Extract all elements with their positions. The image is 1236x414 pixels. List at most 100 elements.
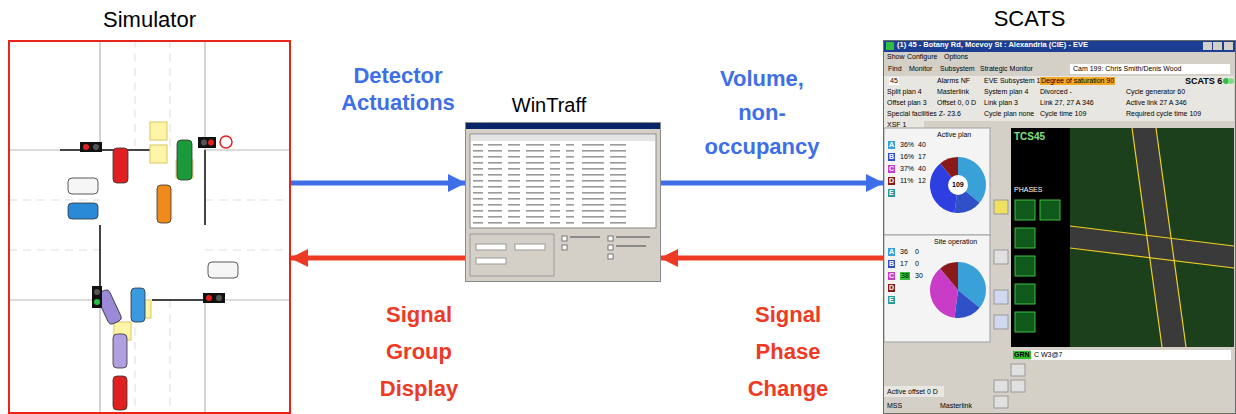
intersection-illustration [8, 40, 291, 414]
phase-letter: D [888, 177, 895, 185]
phase-letter: A [888, 248, 895, 256]
phase-icon [1040, 200, 1060, 220]
tool-icon [994, 290, 1008, 304]
split-value: 40 [918, 141, 926, 149]
phase-icons [1015, 200, 1060, 332]
system-box: WinTraff [465, 122, 661, 282]
lane-line [135, 40, 136, 150]
turn-ban-sign [220, 136, 232, 148]
phase-icon [1015, 228, 1035, 248]
phase-letter: C [888, 165, 895, 173]
signal-head [203, 293, 225, 303]
signal-lamp [216, 295, 222, 301]
signal-state: GRN [1013, 351, 1031, 359]
phase-panel [1011, 128, 1070, 347]
edge-label: Signal Phase Change [742, 296, 834, 407]
input-box [476, 244, 506, 250]
title-bar [883, 40, 1236, 52]
signal-head [80, 142, 102, 152]
stop-line [152, 299, 205, 301]
status-cell: MSS [887, 402, 902, 410]
flow-arrow [291, 181, 465, 186]
map-line [1070, 248, 1234, 268]
flow-arrow [661, 256, 883, 261]
node-title: SCATS [994, 6, 1066, 31]
signal-lamp [83, 144, 89, 150]
group-box [470, 234, 554, 276]
caption-bar [616, 245, 646, 247]
lane-line [170, 300, 171, 413]
split-pie [930, 157, 986, 213]
list-view [470, 134, 656, 228]
product-name: SCATS 6 [1185, 76, 1222, 86]
phase-letter: B [888, 260, 895, 268]
list-header [471, 135, 655, 141]
map-line [1156, 128, 1186, 347]
status-cell: Required cycle time 109 [1126, 110, 1201, 118]
status-cell: Degree of saturation 90 [1040, 77, 1115, 85]
status-cell: XSF 1 [887, 121, 906, 129]
phase-letter: D [888, 284, 895, 292]
tool-icon [1011, 380, 1025, 392]
car [113, 376, 127, 410]
signal-lamp [94, 289, 100, 295]
status-cell: Active link 27 A 346 [1126, 99, 1187, 107]
tool-icon [994, 380, 1008, 392]
signal-lamp [94, 299, 100, 305]
split-value: 11% [900, 177, 914, 185]
tool-icon [1011, 364, 1025, 376]
cars [68, 140, 238, 410]
plan-panel [884, 128, 990, 235]
signal-lamp [206, 295, 212, 301]
dropdown [1031, 350, 1231, 360]
status-cell: Offset plan 3 [887, 99, 927, 107]
checkbox [608, 254, 613, 259]
window-button [1224, 42, 1233, 50]
tab-label: Subsystem [940, 65, 975, 73]
car [157, 185, 171, 223]
split-value: 0 [915, 248, 919, 256]
detector-pad [150, 145, 167, 163]
tool-icon [994, 396, 1008, 408]
flow-arrow [291, 256, 465, 261]
status-cell: Special facilities Z- 23.6 [887, 110, 961, 118]
signal-heads [80, 136, 232, 308]
status-cell: Divorced - [1040, 88, 1072, 96]
window-title: (1) 45 - Botany Rd, Mcevoy St : Alexandr… [897, 41, 1088, 50]
status-cell: Masterlink [940, 402, 972, 410]
road-edge [204, 40, 205, 150]
dropdown-value: C W3@7 [1034, 351, 1063, 359]
status-cell: Offset 0, 0 D [937, 99, 976, 107]
node-title: Simulator [103, 7, 196, 32]
status-cell: Link plan 3 [984, 99, 1018, 107]
lane-line [9, 200, 100, 201]
lane-lines [9, 40, 290, 413]
road-edge [99, 40, 100, 150]
site-number: 45 [889, 77, 899, 85]
status-cell: Active offset 0 D [887, 388, 938, 396]
status-cell: System plan 4 [984, 88, 1028, 96]
window-button [1213, 42, 1222, 50]
input-box [476, 258, 506, 264]
window-body [883, 40, 1236, 414]
signal-lamp [93, 144, 99, 150]
list-rows [471, 142, 655, 226]
split-value: 40 [918, 165, 926, 173]
tab-label: Monitor [909, 65, 932, 73]
panel-title: Site operation [934, 238, 977, 246]
checkbox [608, 236, 613, 241]
tool-icons [994, 200, 1008, 408]
tab-label: Find [888, 65, 902, 73]
signal-lamp [208, 140, 214, 146]
menu-item: Configure [907, 53, 937, 61]
flow-arrow [661, 181, 883, 186]
lane-line [170, 40, 171, 150]
status-cell: Link 27, 27 A 346 [1040, 99, 1094, 107]
split-value: 17 [918, 153, 926, 161]
menu-item: Options [944, 53, 968, 61]
signal-head [92, 286, 102, 308]
car [177, 140, 192, 180]
split-value: 38 [900, 272, 910, 280]
status-cell: Cycle time 109 [1040, 110, 1086, 118]
status-cell: Split plan 4 [887, 88, 922, 96]
